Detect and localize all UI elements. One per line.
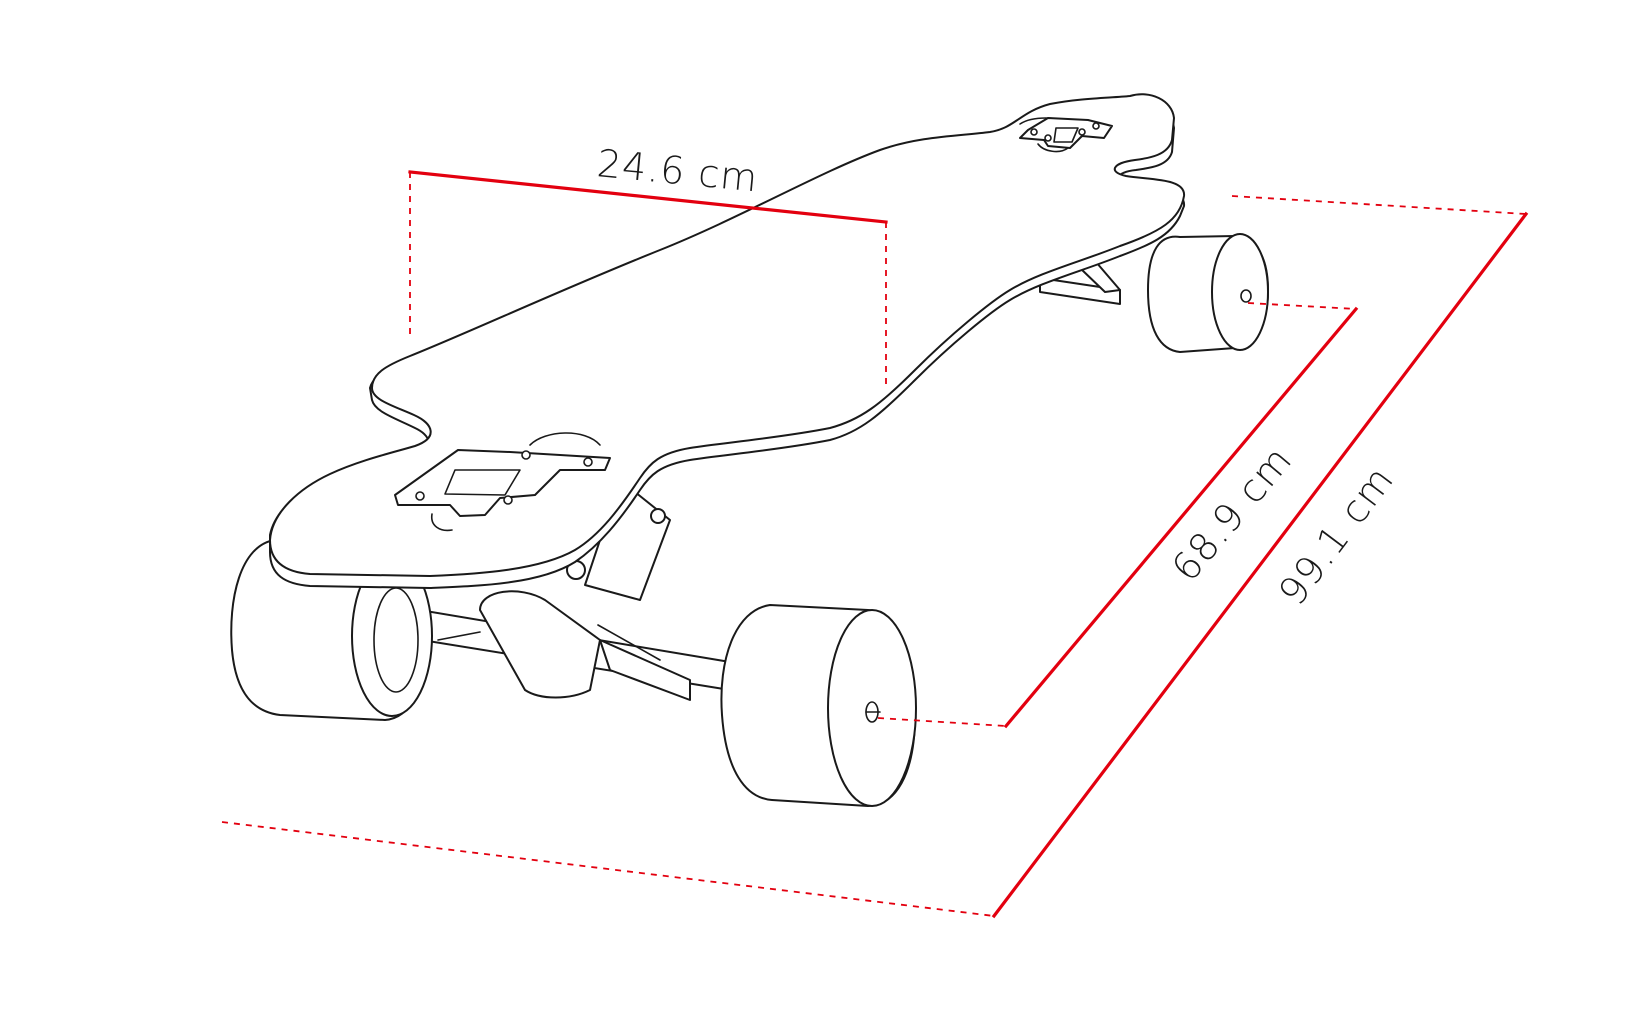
front-right-wheel bbox=[720, 604, 917, 807]
front-truck bbox=[359, 479, 731, 701]
front-baseplate bbox=[394, 432, 611, 532]
rear-baseplate bbox=[1019, 117, 1113, 153]
width-label: 24.6 cm bbox=[595, 141, 760, 200]
deck bbox=[269, 93, 1185, 589]
wheelbase-dimension: 68.9 cm bbox=[877, 302, 1359, 729]
length-label: 99.1 cm bbox=[1270, 458, 1402, 614]
rear-right-wheel bbox=[1147, 233, 1269, 353]
